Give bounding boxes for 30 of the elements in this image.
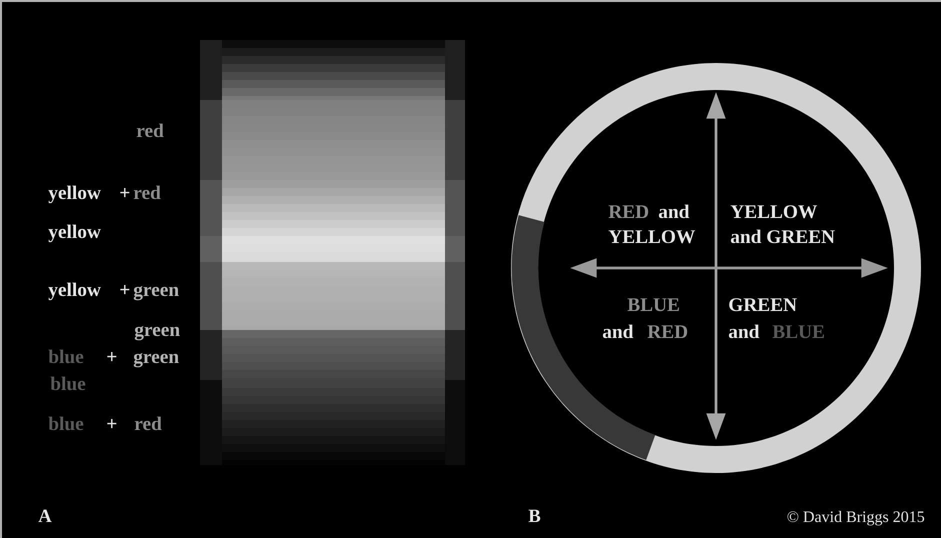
color-label: red <box>134 416 162 430</box>
color-label: blue <box>50 376 86 390</box>
color-label: yellow <box>48 224 101 242</box>
color-label: + <box>107 419 116 428</box>
quadrant-label: GREEN <box>729 298 797 312</box>
color-label: + <box>107 352 116 362</box>
panel-letter: B <box>528 510 540 522</box>
color-label: + <box>120 285 130 294</box>
color-label: red <box>136 124 164 138</box>
quadrant-label: and <box>728 324 760 338</box>
color-label: green <box>134 286 179 300</box>
quadrant-label: BLUE <box>628 298 679 312</box>
color-label: green <box>134 326 180 340</box>
quadrant-label: and <box>658 204 690 218</box>
color-label: blue <box>48 350 84 364</box>
quadrant-label: YELLOW <box>730 205 817 218</box>
panel-letter: A <box>38 510 52 522</box>
color-label: red <box>134 186 161 200</box>
color-label: + <box>120 188 130 198</box>
quadrant-label: and <box>602 324 634 338</box>
copyright-notice: © David Briggs 2015 <box>788 510 924 526</box>
color-label: yellow <box>48 186 101 204</box>
quadrant-label: and GREEN <box>730 230 835 244</box>
quadrant-label: RED <box>608 205 648 218</box>
color-label: yellow <box>48 282 101 300</box>
color-label: green <box>134 353 179 368</box>
color-label: blue <box>48 416 84 430</box>
quadrant-label: YELLOW <box>608 230 695 244</box>
quadrant-label: RED <box>648 325 688 338</box>
quadrant-label: BLUE <box>772 325 824 338</box>
